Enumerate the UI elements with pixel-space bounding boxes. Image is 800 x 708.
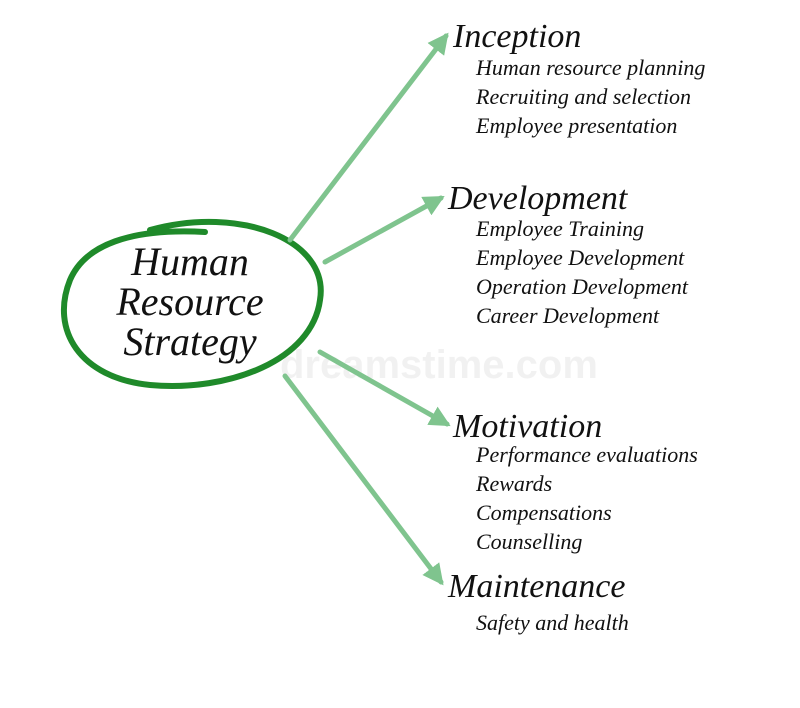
stage-motivation: Motivation Performance evaluations Rewar… [452,408,698,554]
stage-item: Compensations [476,500,612,525]
stage-development: Development Employee Training Employee D… [447,180,689,328]
stage-item: Employee Training [475,216,644,241]
stage-item: Human resource planning [475,55,705,80]
stage-item: Rewards [475,471,552,496]
arrow-to-inception [287,32,449,243]
stage-item: Employee presentation [475,113,677,138]
arrow-to-maintenance [282,373,444,586]
arrow-to-development [322,195,445,265]
stage-item: Counselling [476,529,582,554]
center-title-line-3: Strategy [123,319,257,364]
stage-maintenance: Maintenance Safety and health [447,568,629,635]
stage-item: Safety and health [476,610,629,635]
arrow-to-motivation [317,349,451,427]
watermark-text: dreamstime.com [280,343,598,387]
stage-title: Development [447,180,629,217]
stage-item: Employee Development [475,245,685,270]
stage-item: Performance evaluations [475,442,698,467]
center-node: Human Resource Strategy [60,218,324,389]
arrows [282,32,451,586]
stage-title: Maintenance [447,568,626,605]
stage-title: Inception [452,18,581,55]
stage-item: Career Development [476,303,660,328]
stage-title: Motivation [452,408,602,445]
stage-item: Recruiting and selection [475,84,691,109]
center-circle [60,218,324,389]
stage-item: Operation Development [476,274,689,299]
stage-inception: Inception Human resource planning Recrui… [452,18,705,138]
center-title-line-2: Resource [115,279,263,324]
center-title-line-1: Human [130,239,249,284]
